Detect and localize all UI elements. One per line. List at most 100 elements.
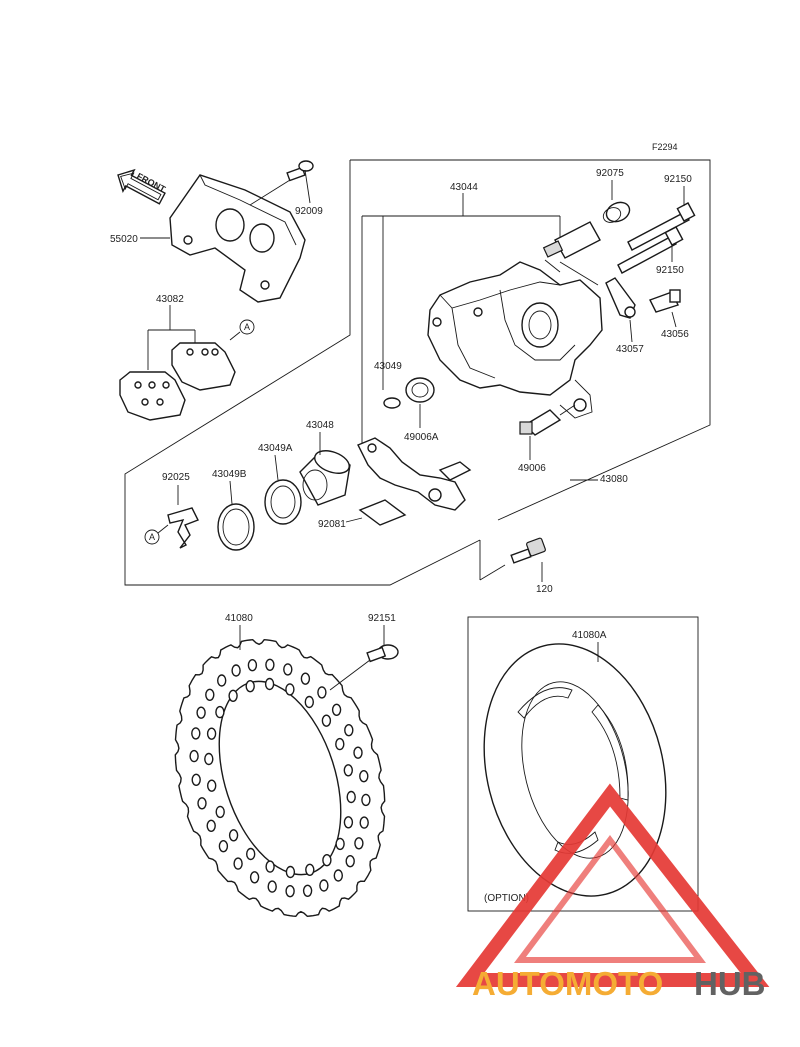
disc-hole <box>322 854 332 867</box>
label-92081: 92081 <box>318 519 346 530</box>
boot-92075 <box>602 201 631 223</box>
disc-hole <box>191 773 201 786</box>
disc-hole <box>335 837 345 851</box>
watermark-text-2: HUB <box>694 965 766 1002</box>
label-41080a: 41080A <box>572 630 607 641</box>
seal-43049 <box>383 397 401 409</box>
disc-hole <box>228 829 239 842</box>
label-49006a: 49006A <box>404 432 439 443</box>
disc-hole <box>197 797 207 810</box>
bleeder-link-43057 <box>605 277 636 319</box>
disc-hole <box>321 714 332 727</box>
disc-hole <box>264 677 275 691</box>
label-43057: 43057 <box>616 344 644 355</box>
disc-hole <box>265 860 275 873</box>
pin-92150-lower <box>617 226 684 274</box>
disc-hole <box>283 663 293 676</box>
caliper-bracket-55020 <box>169 174 306 303</box>
disc-hole <box>335 737 345 751</box>
disc-hole <box>302 884 313 897</box>
disc-hole <box>233 857 243 870</box>
label-43082: 43082 <box>156 294 184 305</box>
disc-hole <box>206 727 217 740</box>
label-43080: 43080 <box>600 474 628 485</box>
disc-hole <box>344 724 354 737</box>
seal-43049a <box>264 479 302 525</box>
shim-92081 <box>358 499 407 526</box>
disc-hole <box>317 686 327 699</box>
disc-hole <box>206 819 216 832</box>
piston-43048 <box>299 450 351 506</box>
disc-hole <box>285 683 295 696</box>
disc-hole <box>206 779 217 792</box>
disc-hole <box>205 688 215 701</box>
label-120: 120 <box>536 584 553 595</box>
label-92150-lower: 92150 <box>656 265 684 276</box>
bolt-49006 <box>519 409 562 436</box>
disc-hole <box>267 880 277 893</box>
disc-hole <box>346 790 356 804</box>
bolt-92009 <box>286 160 314 182</box>
caliper-holder-arm <box>357 437 472 511</box>
disc-hole <box>361 793 371 807</box>
brake-pad-rear <box>171 342 236 391</box>
bleeder-valve-43056 <box>649 289 681 313</box>
caliper-body-43044 <box>427 261 603 419</box>
disc-hole <box>191 727 201 740</box>
disc-hole <box>228 689 238 702</box>
plug-49006a <box>405 377 435 403</box>
label-92009: 92009 <box>295 206 323 217</box>
disc-hole <box>245 680 255 693</box>
option-label: (OPTION) <box>484 893 529 904</box>
disc-hole <box>216 674 227 687</box>
ref-marker-top: A <box>244 322 250 332</box>
ref-circle-a-top <box>239 319 255 335</box>
label-41080: 41080 <box>225 613 253 624</box>
disc-hole <box>300 672 311 685</box>
disc-hole <box>247 659 258 672</box>
screw-120 <box>510 537 546 564</box>
disc-hole <box>196 706 206 719</box>
option-box <box>467 616 699 912</box>
disc-hole <box>218 840 229 853</box>
seal-43049b <box>217 503 255 551</box>
brake-disc-41080 <box>174 638 386 918</box>
disc-hole <box>304 695 314 709</box>
disc-hole <box>343 764 353 777</box>
disc-hole <box>333 869 343 882</box>
watermark-text-1: AUTOMOTO <box>472 965 663 1002</box>
pin-92150-upper <box>627 202 696 251</box>
disc-hole <box>215 705 225 719</box>
disc-hole <box>285 865 296 879</box>
disc-hole <box>215 805 225 819</box>
diagram-code: F2294 <box>652 142 678 152</box>
label-92150-upper: 92150 <box>664 174 692 185</box>
label-43056: 43056 <box>661 329 689 340</box>
label-92075: 92075 <box>596 168 624 179</box>
disc-hole <box>331 703 342 716</box>
brake-pad-front <box>119 371 186 421</box>
slide-pin <box>542 221 601 259</box>
disc-hole <box>354 837 364 850</box>
label-43044: 43044 <box>450 182 478 193</box>
disc-hole <box>359 816 369 829</box>
disc-hole <box>319 879 329 892</box>
disc-hole <box>353 746 363 759</box>
label-43049a: 43049A <box>258 443 293 454</box>
label-43048: 43048 <box>306 420 334 431</box>
ref-circle-a-bottom <box>144 529 160 545</box>
disc-hole <box>345 855 355 868</box>
disc-hole <box>231 664 241 677</box>
bolt-92151 <box>366 644 399 663</box>
label-49006: 49006 <box>518 463 546 474</box>
disc-hole <box>305 863 315 876</box>
disc-hole <box>245 847 256 861</box>
disc-hole <box>359 770 369 783</box>
spring-92025 <box>167 507 199 549</box>
ref-marker-bottom: A <box>149 532 155 542</box>
disc-hole <box>343 816 354 829</box>
label-92025: 92025 <box>162 472 190 483</box>
watermark-logo: AUTOMOTO HUB <box>455 783 770 1002</box>
label-43049: 43049 <box>374 361 402 372</box>
